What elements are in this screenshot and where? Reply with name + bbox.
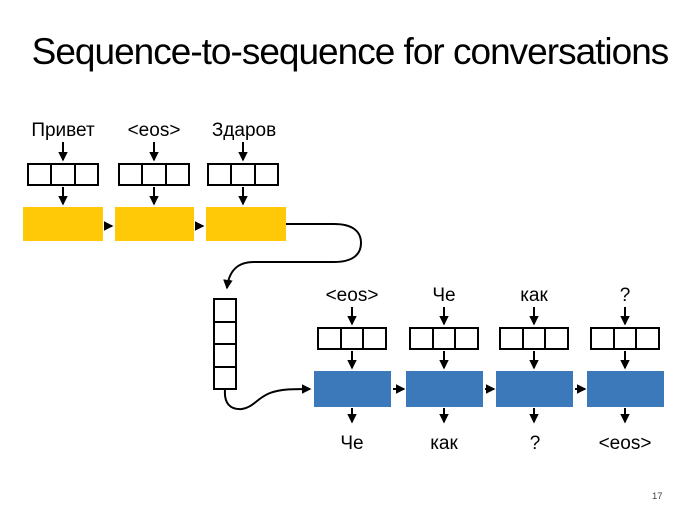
embedding-cell bbox=[50, 165, 73, 184]
encoder-embedding-box bbox=[118, 163, 190, 186]
context-cell bbox=[215, 320, 235, 344]
embedding-cell bbox=[230, 165, 253, 184]
arrow-encoder-to-context-vector bbox=[223, 223, 363, 290]
embedding-cell bbox=[362, 329, 385, 348]
embedding-cell bbox=[253, 165, 277, 184]
context-cell bbox=[215, 300, 235, 321]
encoder-rnn-cell bbox=[206, 207, 286, 241]
decoder-rnn-cell bbox=[314, 371, 391, 407]
decoder-embedding-box bbox=[409, 327, 479, 350]
embedding-cell bbox=[319, 329, 340, 348]
decoder-input-token: как bbox=[520, 285, 548, 306]
encoder-embedding-box bbox=[207, 163, 279, 186]
embedding-cell bbox=[29, 165, 50, 184]
embedding-cell bbox=[339, 329, 363, 348]
context-cell bbox=[215, 365, 235, 389]
encoder-rnn-cell bbox=[115, 207, 194, 241]
embedding-cell bbox=[544, 329, 567, 348]
decoder-input-token: Че bbox=[432, 285, 456, 306]
embedding-cell bbox=[592, 329, 613, 348]
context-cell bbox=[215, 343, 235, 366]
embedding-cell bbox=[209, 165, 230, 184]
embedding-cell bbox=[521, 329, 545, 348]
slide-title: Sequence-to-sequence for conversations bbox=[31, 31, 670, 72]
encoder-input-token: Привет bbox=[31, 120, 95, 141]
embedding-cell bbox=[635, 329, 658, 348]
embedding-cell bbox=[454, 329, 477, 348]
embedding-cell bbox=[612, 329, 636, 348]
decoder-embedding-box bbox=[499, 327, 569, 350]
context-vector bbox=[213, 298, 237, 390]
encoder-rnn-cell bbox=[23, 207, 103, 241]
decoder-rnn-cell bbox=[496, 371, 573, 407]
decoder-output-token: Че bbox=[340, 433, 364, 454]
decoder-input-token: <eos> bbox=[325, 285, 379, 306]
decoder-rnn-cell bbox=[406, 371, 483, 407]
embedding-cell bbox=[141, 165, 164, 184]
arrow-context-vector-to-decoder bbox=[223, 384, 312, 411]
decoder-input-token: ? bbox=[619, 285, 631, 306]
decoder-embedding-box bbox=[590, 327, 660, 350]
embedding-cell bbox=[164, 165, 188, 184]
embedding-cell bbox=[431, 329, 455, 348]
embedding-cell bbox=[73, 165, 97, 184]
encoder-input-token: Здаров bbox=[211, 120, 277, 141]
decoder-output-token: ? bbox=[529, 433, 541, 454]
page-number: 17 bbox=[652, 491, 663, 502]
embedding-cell bbox=[411, 329, 432, 348]
decoder-output-token: как bbox=[430, 433, 458, 454]
decoder-output-token: <eos> bbox=[598, 433, 652, 454]
decoder-rnn-cell bbox=[587, 371, 664, 407]
encoder-input-token: <eos> bbox=[127, 120, 181, 141]
embedding-cell bbox=[501, 329, 522, 348]
decoder-embedding-box bbox=[317, 327, 387, 350]
encoder-embedding-box bbox=[27, 163, 99, 186]
embedding-cell bbox=[120, 165, 141, 184]
